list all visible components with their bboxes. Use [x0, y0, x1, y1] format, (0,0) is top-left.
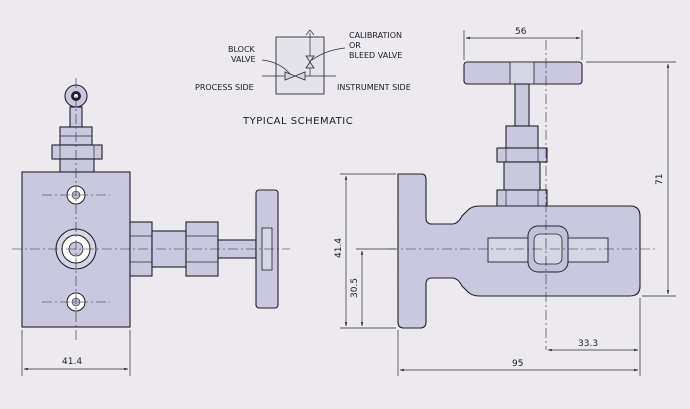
front-view: 41.4 [12, 78, 290, 376]
bleed-valve-symbol [305, 55, 315, 69]
block-valve-label-1: BLOCK [228, 45, 256, 54]
top-stem [514, 83, 530, 127]
block-valve-label-2: VALVE [231, 55, 256, 64]
calibration-label-2: OR [349, 41, 361, 50]
calibration-label-3: BLEED VALVE [349, 51, 402, 60]
port-offset-dim: 33.3 [578, 339, 598, 349]
front-width-dim: 41.4 [62, 357, 82, 367]
packing-hex [496, 147, 548, 163]
flange-height-dim: 41.4 [334, 238, 344, 258]
side-view: 56 71 41.4 30.5 33.3 95 [334, 27, 676, 376]
schematic-up-arrow [305, 29, 315, 36]
port-height-dim: 30.5 [350, 278, 360, 298]
process-side-label: PROCESS SIDE [195, 83, 254, 92]
bleed-valve-leader [311, 47, 346, 61]
calibration-label-1: CALIBRATION [349, 31, 402, 40]
overall-height-dim: 71 [655, 174, 665, 185]
schematic-box [275, 36, 325, 95]
typical-schematic: BLOCK VALVE CALIBRATION OR BLEED VALVE P… [195, 29, 411, 127]
bonnet-body [503, 161, 541, 191]
overall-length-dim: 95 [512, 359, 523, 369]
front-hex-nut [51, 144, 103, 160]
block-valve-leader [261, 59, 291, 75]
packing-nut [505, 125, 539, 149]
top-width-dim: 56 [515, 27, 527, 37]
bonnet-hex [496, 189, 548, 209]
instrument-side-label: INSTRUMENT SIDE [337, 83, 411, 92]
front-collar [59, 158, 95, 173]
schematic-title: TYPICAL SCHEMATIC [242, 116, 353, 127]
